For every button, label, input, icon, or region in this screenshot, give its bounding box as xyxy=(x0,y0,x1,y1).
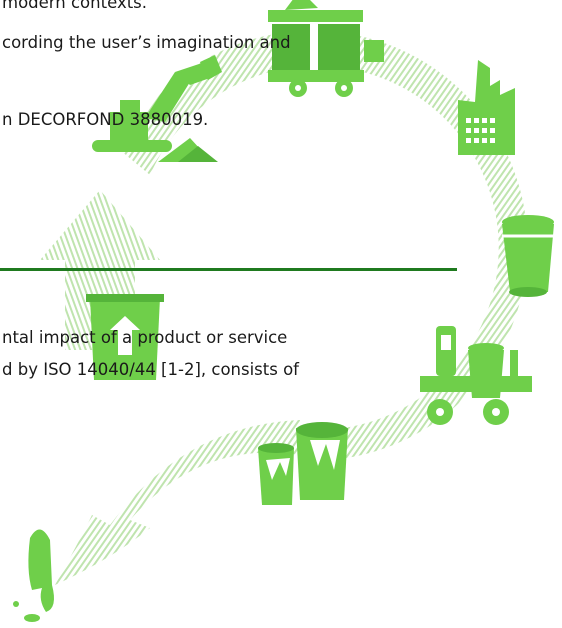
paint-cans-icon xyxy=(258,422,348,505)
text-line: cording the user’s imagination and xyxy=(2,33,291,52)
factory-icon xyxy=(458,60,515,155)
text-line: d by ISO 14040/44 [1-2], consists of xyxy=(2,360,299,379)
recycle-bin-icon xyxy=(86,294,164,380)
forklift-bucket-icon xyxy=(420,326,532,425)
bucket-icon xyxy=(502,215,554,297)
text-line: modern contexts. xyxy=(2,0,148,12)
excavator-icon xyxy=(92,55,222,152)
section-divider xyxy=(0,268,457,271)
paint-splash-icon xyxy=(13,529,54,622)
text-line: n DECORFOND 3880019. xyxy=(2,110,209,129)
text-line: ntal impact of a product or service xyxy=(2,328,288,347)
truck-load-icon xyxy=(268,0,384,97)
mine-pile-icon xyxy=(158,138,218,162)
